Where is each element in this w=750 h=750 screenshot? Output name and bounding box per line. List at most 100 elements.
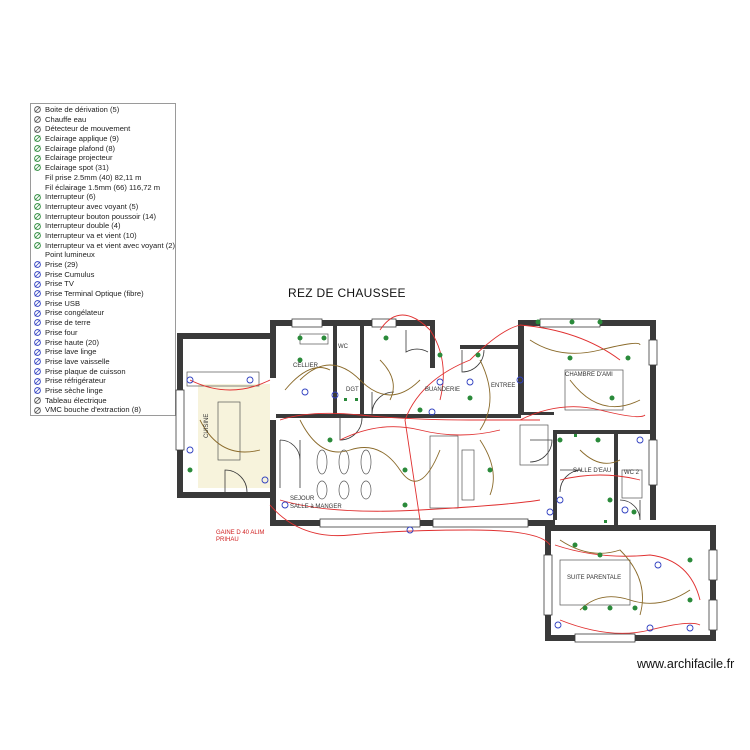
windows xyxy=(175,318,718,643)
vmc-icon xyxy=(33,406,42,415)
gaine-line-2: PRIHAU xyxy=(216,537,239,543)
legend-label: Prise congélateur xyxy=(45,308,105,318)
legend-item: Prise réfrigérateur xyxy=(33,376,175,386)
legend-label: Prise haute (20) xyxy=(45,337,100,347)
legend-label: Prise de terre xyxy=(45,318,91,328)
room-label-salle-eau: SALLE D'EAU xyxy=(573,468,612,474)
legend-label: Eclairage applique (9) xyxy=(45,134,119,144)
legend-item: Tableau électrique xyxy=(33,396,175,406)
socket-fiber-icon xyxy=(33,289,42,298)
legend-item: Prise plaque de cuisson xyxy=(33,367,175,377)
legend-item: Détecteur de mouvement xyxy=(33,124,175,134)
room-label-dgt: DGT xyxy=(346,387,359,393)
two-way-switch-icon xyxy=(33,231,42,240)
legend-label: Fil éclairage 1.5mm (66) 116,72 m xyxy=(45,182,161,192)
room-label-wc: WC xyxy=(338,344,348,350)
room-label-cellier: CELLIER xyxy=(293,363,319,369)
legend-item: Interrupteur bouton poussoir (14) xyxy=(33,212,175,222)
socket-dryer-icon xyxy=(33,386,42,395)
legend-label: Prise TV xyxy=(45,279,74,289)
push-button-icon xyxy=(33,212,42,221)
legend-item: Prise Cumulus xyxy=(33,270,175,280)
room-label-wc2: WC 2 xyxy=(624,470,639,476)
legend-label: Chauffe eau xyxy=(45,114,87,124)
room-label-salle-manger: SALLE à MANGER xyxy=(290,504,342,510)
legend-label: Fil prise 2.5mm (40) 82,11 m xyxy=(45,172,142,182)
projector-light-icon xyxy=(33,154,42,163)
legend-label: Interrupteur va et vient avec voyant (2) xyxy=(45,240,176,250)
junction-box-icon xyxy=(33,105,42,114)
legend-item: Prise lave linge xyxy=(33,347,175,357)
room-label-suite-parentale: SUITE PARENTALE xyxy=(567,575,622,581)
legend-label: Prise four xyxy=(45,327,78,337)
legend-label: Prise (29) xyxy=(45,260,78,269)
socket-oven-icon xyxy=(33,328,42,337)
room-label-entree: ENTREE xyxy=(491,383,516,389)
socket-dishwasher-icon xyxy=(33,357,42,366)
legend-label: VMC bouche d'extraction (8) xyxy=(45,405,141,415)
legend-item: Point lumineux xyxy=(33,250,175,260)
legend-item: Eclairage plafond (8) xyxy=(33,144,175,154)
legend-item: Interrupteur (6) xyxy=(33,192,175,202)
socket-freezer-icon xyxy=(33,309,42,318)
legend-label: Tableau électrique xyxy=(45,395,107,405)
ceiling-light-icon xyxy=(33,144,42,153)
legend-item: Prise congélateur xyxy=(33,308,175,318)
legend-item: Prise USB xyxy=(33,299,175,309)
doors xyxy=(224,330,641,521)
room-label-cuisine: CUISINE xyxy=(204,413,210,438)
switch-icon xyxy=(33,193,42,202)
legend-label: Détecteur de mouvement xyxy=(45,124,131,134)
legend-label: Prise lave linge xyxy=(45,347,97,357)
motion-detector-icon xyxy=(33,125,42,134)
switch-symbols xyxy=(187,319,693,611)
socket-icon xyxy=(33,260,42,269)
room-label-buanderie: BUANDERIE xyxy=(425,387,461,393)
gaine-line-1: GAINE D 40 ALIM xyxy=(216,530,265,536)
legend-label: Prise Terminal Optique (fibre) xyxy=(45,289,144,299)
legend-item: Prise lave vaisselle xyxy=(33,357,175,367)
legend-label: Eclairage plafond (8) xyxy=(45,143,116,153)
room-label-chambre-ami: CHAMBRE D'AMI xyxy=(565,372,613,378)
wall-light-icon xyxy=(33,134,42,143)
watermark[interactable]: www.archifacile.fr xyxy=(637,657,735,671)
legend-label: Prise plaque de cuisson xyxy=(45,366,126,376)
spot-light-icon xyxy=(33,163,42,172)
legend-item: Interrupteur avec voyant (5) xyxy=(33,202,175,212)
gaine-note: GAINE D 40 ALIM PRIHAU xyxy=(216,530,264,544)
socket-washer-icon xyxy=(33,348,42,357)
legend-item: Fil prise 2.5mm (40) 82,11 m xyxy=(33,173,175,183)
legend-label: Boite de dérivation (5) xyxy=(45,105,120,114)
legend-label: Interrupteur va et vient (10) xyxy=(45,230,137,240)
socket-hob-icon xyxy=(33,367,42,376)
switch-light-icon xyxy=(33,202,42,211)
legend-item: Eclairage projecteur xyxy=(33,153,175,163)
legend-item: Boite de dérivation (5) xyxy=(33,105,175,115)
legend-label: Interrupteur (6) xyxy=(45,192,96,202)
legend-item: Eclairage applique (9) xyxy=(33,134,175,144)
light-wires xyxy=(199,339,691,616)
legend-item: Fil éclairage 1.5mm (66) 116,72 m xyxy=(33,183,175,193)
legend-label: Interrupteur double (4) xyxy=(45,221,121,231)
two-way-switch-light-icon xyxy=(33,241,42,250)
socket-earth-icon xyxy=(33,318,42,327)
legend-label: Prise lave vaisselle xyxy=(45,356,110,366)
electrical-panel-icon xyxy=(33,396,42,405)
socket-cumulus-icon xyxy=(33,270,42,279)
legend-label: Prise Cumulus xyxy=(45,269,95,279)
plan-title: REZ DE CHAUSSEE xyxy=(288,286,406,300)
legend-label: Interrupteur bouton poussoir (14) xyxy=(45,211,157,221)
legend-item: Prise four xyxy=(33,328,175,338)
legend-item: Chauffe eau xyxy=(33,115,175,125)
double-switch-icon xyxy=(33,222,42,231)
water-heater-icon xyxy=(33,115,42,124)
legend-item: Prise Terminal Optique (fibre) xyxy=(33,289,175,299)
legend-label: Eclairage projecteur xyxy=(45,153,113,163)
legend-item: Interrupteur va et vient (10) xyxy=(33,231,175,241)
socket-tv-icon xyxy=(33,280,42,289)
legend-label: Prise sèche linge xyxy=(45,385,103,395)
legend-item: Prise TV xyxy=(33,279,175,289)
legend-item: Interrupteur double (4) xyxy=(33,221,175,231)
legend-item: Prise (29) xyxy=(33,260,175,270)
